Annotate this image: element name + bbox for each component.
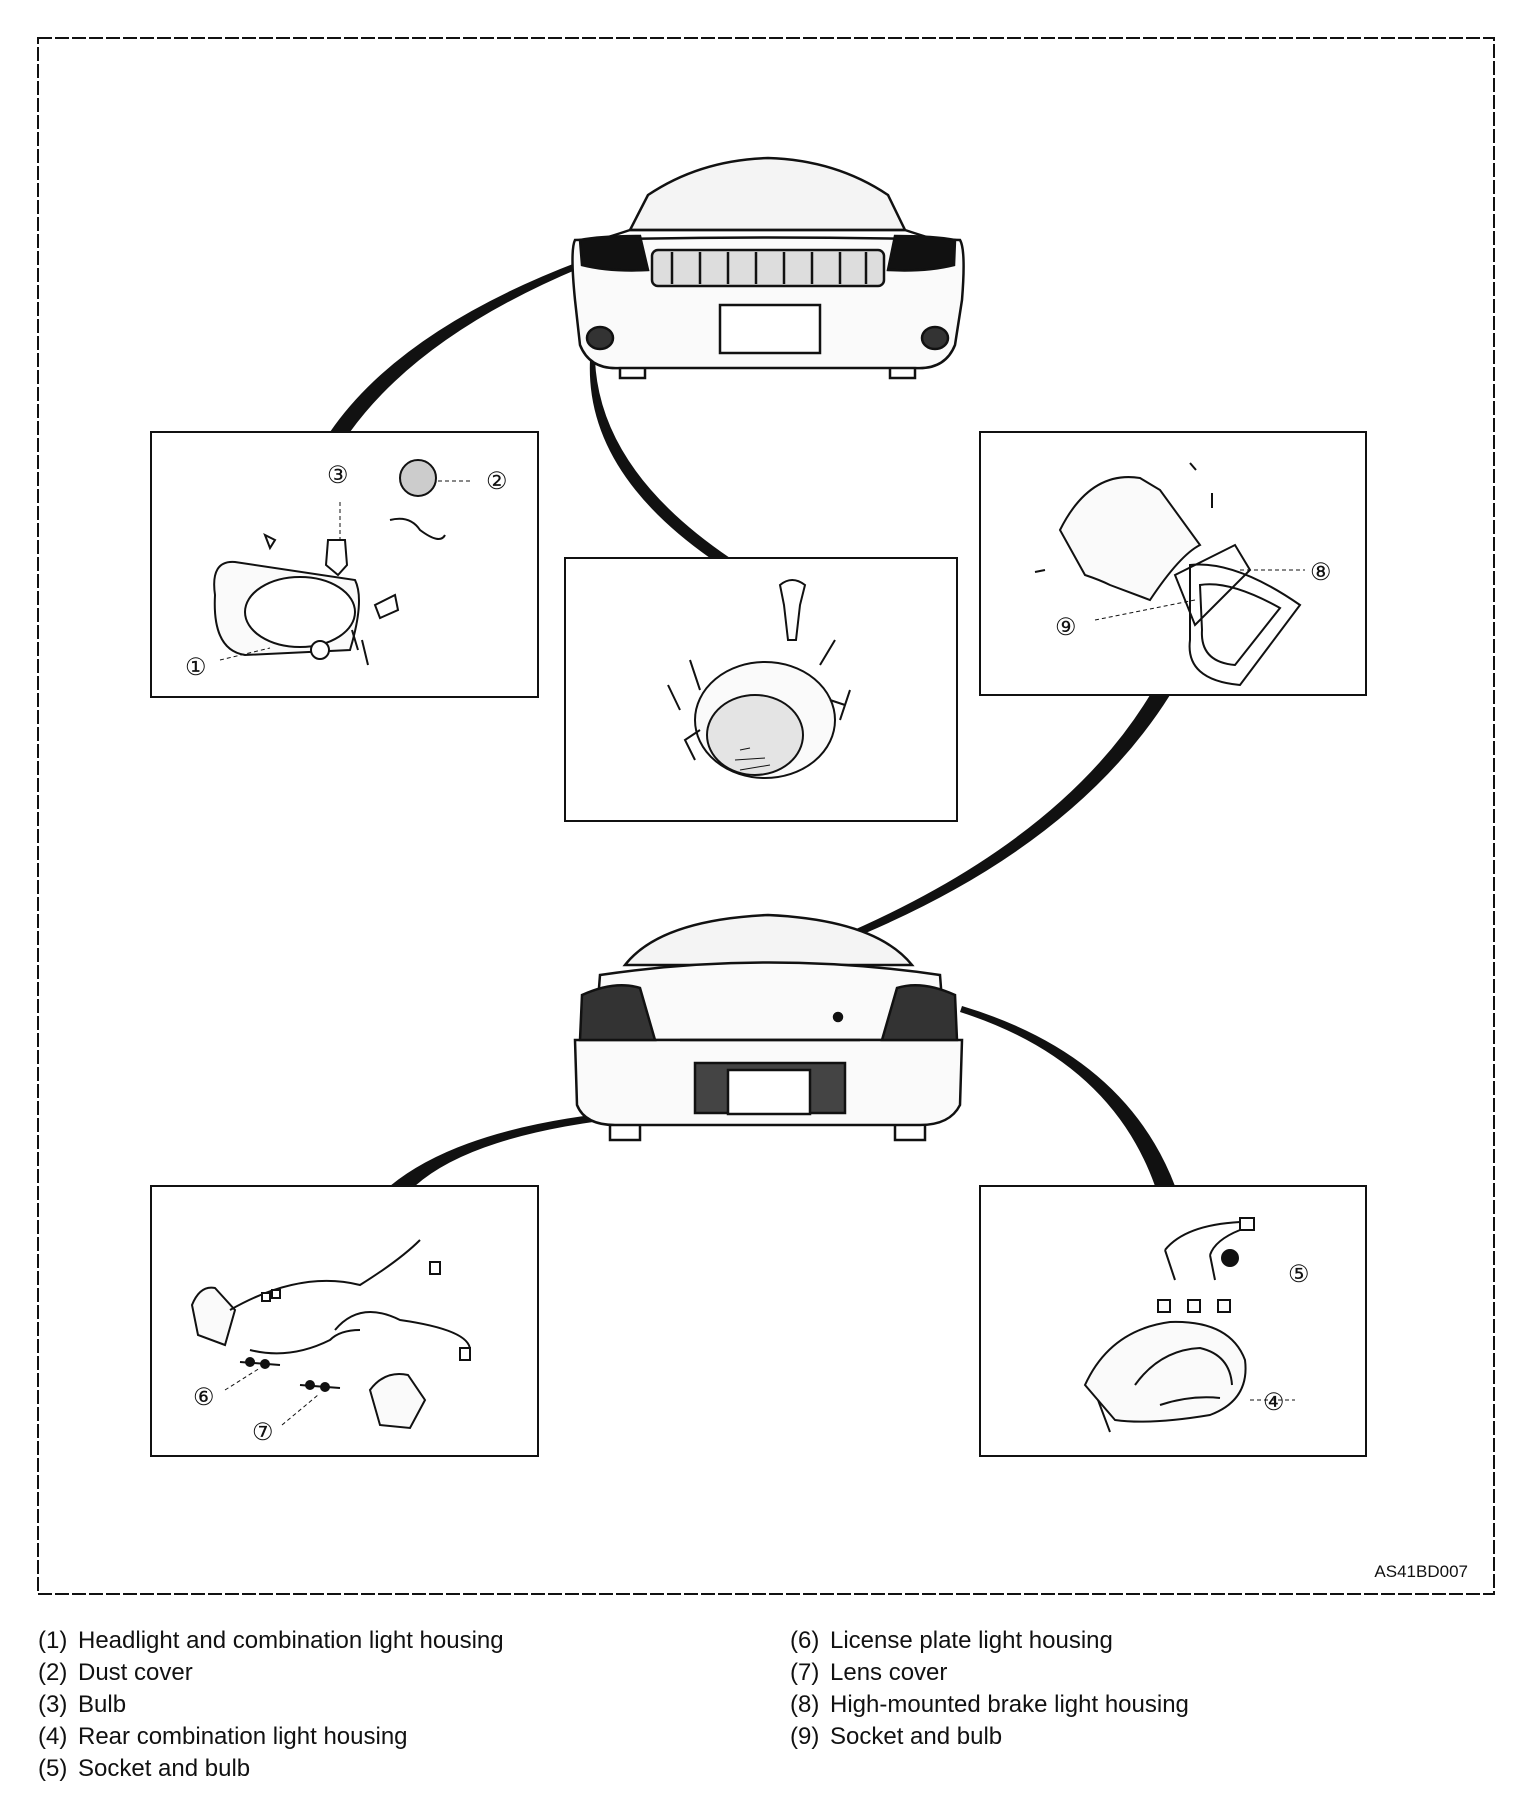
- fog-light-right: [920, 325, 950, 351]
- legend-number: (9): [790, 1723, 820, 1750]
- swoosh-rear-combo: [960, 1006, 1175, 1186]
- taillight-right: [880, 983, 959, 1042]
- legend-label: Rear combination light housing: [78, 1723, 408, 1750]
- parts-legend: (1) Headlight and combination light housi…: [38, 1625, 1498, 1795]
- legend-item: (2) Dust cover: [38, 1657, 504, 1689]
- callout-7: ⑦: [252, 1419, 274, 1446]
- legend-item: (3) Bulb: [38, 1689, 504, 1721]
- legend-label: Headlight and combination light housing: [78, 1627, 504, 1654]
- rear-trunk: [593, 961, 947, 1042]
- headlight-assembly-panel: ① ③ ②: [150, 431, 539, 698]
- rear-car-view: [573, 913, 964, 1142]
- legend-number: (7): [790, 1659, 820, 1686]
- front-car-view: [571, 156, 965, 380]
- rear-license-plate: [726, 1068, 812, 1116]
- legend-label: License plate light housing: [830, 1627, 1113, 1654]
- legend-number: (5): [38, 1755, 68, 1782]
- figure-code: AS41BD007: [1374, 1562, 1468, 1581]
- legend-label: Socket and bulb: [78, 1755, 251, 1782]
- legend-label: Dust cover: [78, 1659, 193, 1686]
- headlight-right: [886, 234, 957, 272]
- callout-5: ⑤: [1288, 1261, 1310, 1288]
- rear-combination-light-panel: ⑤ ④: [979, 1185, 1367, 1457]
- callout-6: ⑥: [193, 1384, 215, 1411]
- figure-frame: [37, 37, 1495, 1595]
- fog-light-panel: [564, 557, 958, 822]
- rear-window: [622, 913, 915, 967]
- legend-number: (8): [790, 1691, 820, 1718]
- legend-label: Lens cover: [830, 1659, 948, 1686]
- legend-item: (9) Socket and bulb: [790, 1721, 1189, 1753]
- legend-item: (5) Socket and bulb: [38, 1753, 504, 1785]
- brake-light-cover: [1058, 476, 1202, 602]
- callout-3: ③: [327, 462, 349, 489]
- legend-number: (2): [38, 1659, 68, 1686]
- legend-item: (8) High-mounted brake light housing: [790, 1689, 1189, 1721]
- swoosh-fog-light: [589, 360, 730, 558]
- callout-9: ⑨: [1055, 614, 1077, 641]
- callout-2: ②: [486, 468, 508, 495]
- legend-item: (6) License plate light housing: [790, 1625, 1189, 1657]
- legend-item: (1) Headlight and combination light housi…: [38, 1625, 504, 1657]
- legend-label: Bulb: [78, 1691, 127, 1718]
- bulb-3: [324, 539, 349, 577]
- license-light-housing-6: [190, 1286, 237, 1347]
- legend-item: (4) Rear combination light housing: [38, 1721, 504, 1753]
- fog-light-left: [585, 325, 615, 351]
- legend-column-right: (6) License plate light housing (7) Lens c…: [790, 1625, 1189, 1753]
- dust-cover-2: [399, 459, 437, 497]
- front-license-plate: [718, 303, 822, 355]
- legend-number: (3): [38, 1691, 68, 1718]
- callout-1: ①: [185, 654, 207, 681]
- brake-light-housing-8: [1188, 563, 1302, 687]
- legend-number: (1): [38, 1627, 68, 1654]
- swoosh-headlight: [330, 262, 580, 432]
- lens-cover-7: [368, 1373, 427, 1430]
- license-plate-light-panel: ⑥ ⑦: [150, 1185, 539, 1457]
- legend-number: (4): [38, 1723, 68, 1750]
- legend-item: (7) Lens cover: [790, 1657, 1189, 1689]
- headlight-left: [578, 234, 650, 272]
- socket-bulb-5: [1164, 1221, 1241, 1281]
- callout-8: ⑧: [1310, 559, 1332, 586]
- exploded-lighting-diagram: ① ③ ② ⑧ ⑨: [37, 37, 1495, 1595]
- legend-label: High-mounted brake light housing: [830, 1691, 1189, 1718]
- legend-column-left: (1) Headlight and combination light housi…: [38, 1625, 504, 1785]
- brake-light-panel: ⑧ ⑨: [979, 431, 1367, 696]
- legend-label: Socket and bulb: [830, 1723, 1003, 1750]
- taillight-left: [578, 983, 657, 1042]
- front-windshield: [627, 156, 907, 232]
- callout-4: ④: [1263, 1389, 1285, 1416]
- front-grille: [650, 248, 886, 288]
- legend-number: (6): [790, 1627, 820, 1654]
